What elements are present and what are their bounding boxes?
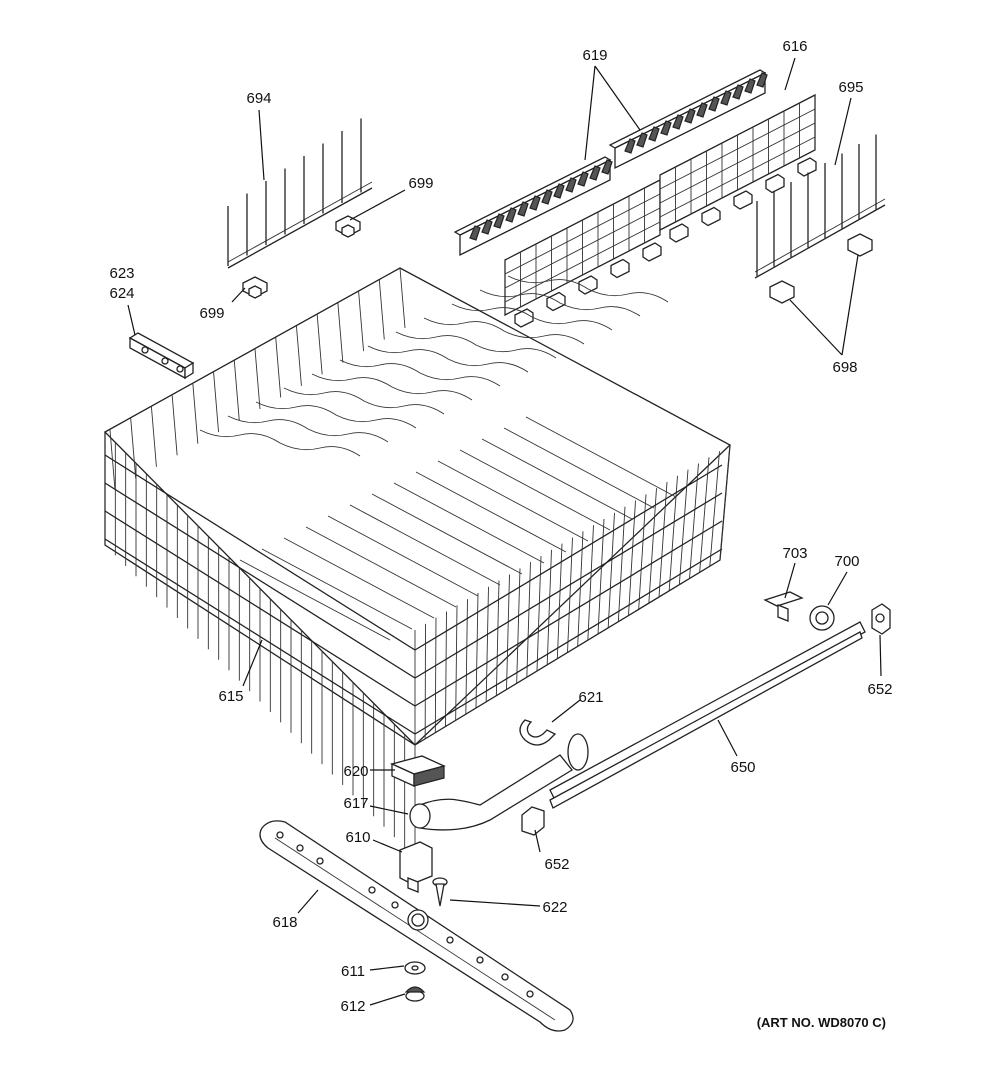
callout-698: 698 — [832, 359, 857, 376]
callout-623: 623 — [109, 265, 134, 282]
part-650-rail — [549, 621, 866, 809]
callout-700: 700 — [834, 553, 859, 570]
callout-652-left: 652 — [544, 856, 569, 873]
callout-610: 610 — [345, 829, 370, 846]
part-623-624-rail — [128, 332, 195, 380]
callout-620: 620 — [343, 763, 368, 780]
part-622-screw — [432, 877, 448, 907]
part-695-tine-row — [754, 134, 886, 279]
callout-617: 617 — [343, 795, 368, 812]
part-618-spray-arm — [259, 820, 574, 1032]
callout-621: 621 — [578, 689, 603, 706]
callout-695: 695 — [838, 79, 863, 96]
part-619-cup-shelf-right — [608, 69, 768, 170]
callout-616: 616 — [782, 38, 807, 55]
part-617-manifold-pipe — [409, 733, 589, 831]
part-620-block — [390, 755, 446, 788]
part-652-end-cap-right — [871, 603, 891, 635]
callout-619: 619 — [582, 47, 607, 64]
callout-650: 650 — [730, 759, 755, 776]
part-700-roller — [809, 605, 835, 631]
part-698-clip-upper — [847, 233, 873, 257]
part-703-stop — [763, 591, 804, 622]
part-616-rack-shelf-left — [504, 178, 662, 328]
part-616-rack-shelf-right — [659, 93, 817, 243]
callout-611: 611 — [341, 963, 365, 980]
part-699-clip-upper — [335, 215, 361, 238]
art-number: (ART NO. WD8070 C) — [757, 1015, 886, 1030]
callout-699-upper: 699 — [408, 175, 433, 192]
callout-652-right: 652 — [867, 681, 892, 698]
part-612-cap — [404, 986, 426, 1002]
callout-694: 694 — [246, 90, 271, 107]
part-615-upper-rack — [103, 267, 732, 858]
callout-labels: 694 699 699 623 624 619 616 695 698 615 … — [109, 38, 892, 1030]
part-611-washer — [404, 961, 426, 975]
part-699-clip-lower — [242, 276, 268, 299]
part-698-clip-lower — [769, 280, 795, 304]
part-619-cup-shelf-left — [453, 156, 613, 257]
callout-615: 615 — [218, 688, 243, 705]
callout-699-lower: 699 — [199, 305, 224, 322]
part-652-end-cap-left — [521, 806, 545, 836]
callout-622: 622 — [542, 899, 567, 916]
callout-703: 703 — [782, 545, 807, 562]
part-621-clip — [519, 719, 557, 746]
callout-624: 624 — [109, 285, 134, 302]
leader-lines — [127, 57, 882, 1006]
part-610-hub — [399, 841, 433, 893]
callout-618: 618 — [272, 914, 297, 931]
part-694-tine-row — [227, 118, 373, 269]
callout-612: 612 — [340, 998, 365, 1015]
